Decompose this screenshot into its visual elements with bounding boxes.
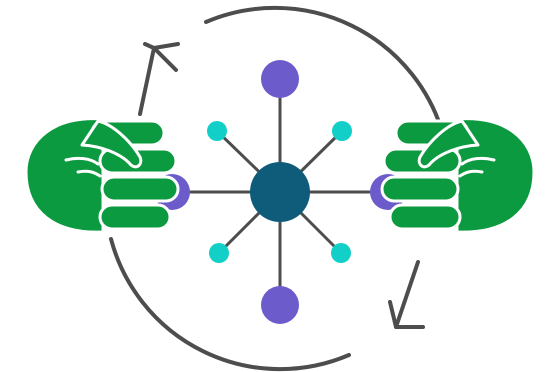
right-thumb [417, 119, 480, 169]
left-finger-4 [98, 203, 172, 231]
primary-node-bottom [261, 286, 299, 324]
right-finger-3 [380, 175, 460, 203]
left-thumb [80, 119, 143, 169]
left-fist-icon [24, 117, 180, 234]
left-finger-3 [100, 175, 180, 203]
arrowhead-top-left [138, 42, 180, 116]
secondary-node-bottom-left [209, 243, 229, 263]
network-hub-icon [154, 60, 406, 324]
right-hand-palm [455, 117, 536, 234]
secondary-node-top-left [207, 121, 227, 141]
right-finger-4 [388, 203, 462, 231]
primary-node-top [261, 60, 299, 98]
right-fist-icon [380, 117, 536, 234]
cycle-arc-top [204, 5, 446, 140]
secondary-node-bottom-right [331, 243, 351, 263]
secondary-node-top-right [332, 121, 352, 141]
cycle-arc-bottom [109, 237, 351, 372]
left-hand-palm [24, 117, 105, 234]
circular-arrows-icon [109, 5, 446, 372]
arrowhead-bottom-right [388, 260, 425, 329]
hub-node [250, 162, 310, 222]
